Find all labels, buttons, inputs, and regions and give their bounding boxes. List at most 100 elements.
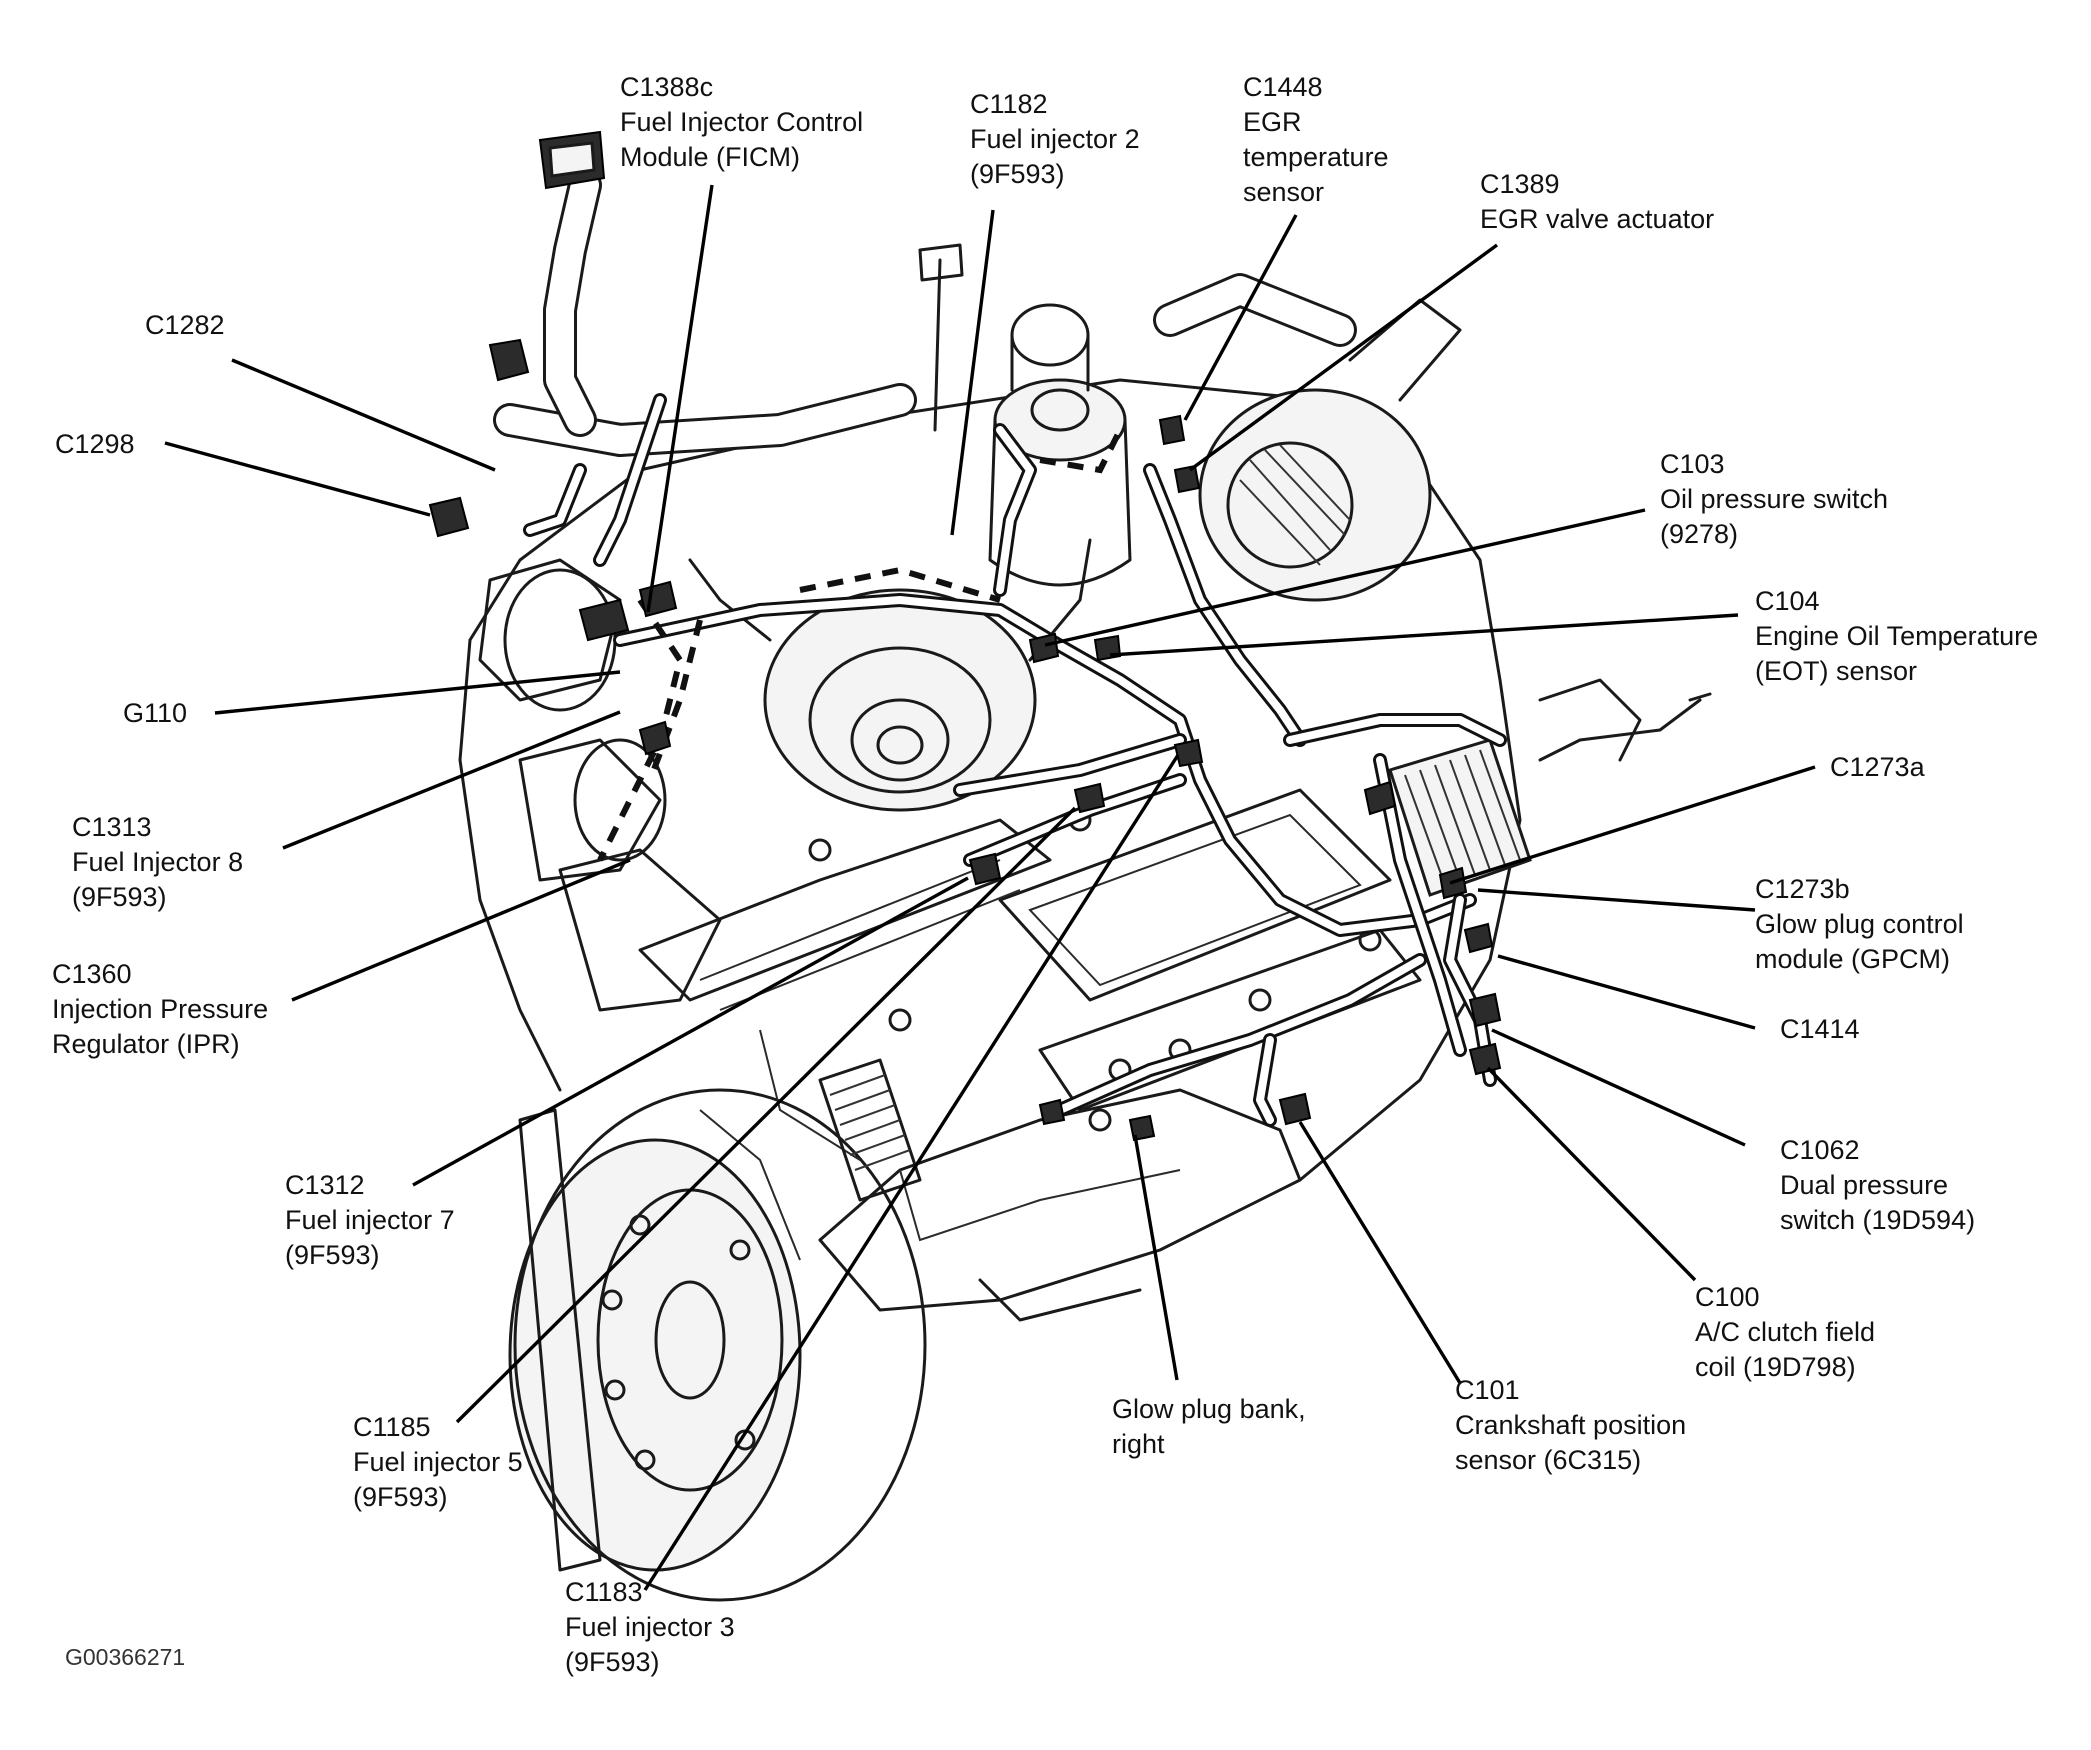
callout-line: A/C clutch field [1695,1317,1876,1347]
dipstick [918,243,1712,762]
callout-c1389: C1389 EGR valve actuator [1480,167,1714,237]
leader-c1185 [455,806,1077,1424]
callout-line: (9F593) [353,1482,448,1512]
callout-glowbank: Glow plug bank, right [1112,1392,1306,1462]
callout-line: Module (FICM) [620,142,801,172]
leader-c1282 [231,358,496,472]
leader-c1312 [412,876,969,1187]
callout-c1273b: C1273b Glow plug control module (GPCM) [1755,872,1964,977]
callout-line: (EOT) sensor [1755,656,1918,686]
callout-c1273a: C1273a [1830,750,1925,785]
leader-c101 [1298,1121,1462,1384]
leader-c1182 [950,209,995,536]
callout-line: Fuel injector 7 [285,1205,455,1235]
callout-line: Fuel injector 5 [353,1447,523,1477]
callout-line: coil (19D798) [1695,1352,1856,1382]
callout-c101: C101 Crankshaft position sensor (6C315) [1455,1373,1686,1478]
callout-line: C1448 [1243,72,1323,102]
leader-c100 [1486,1066,1697,1282]
callout-line: C1389 [1480,169,1560,199]
callout-c1414: C1414 [1780,1012,1860,1047]
callout-c1182: C1182 Fuel injector 2 (9F593) [970,87,1140,192]
callout-line: Glow plug bank, [1112,1394,1306,1424]
leader-c1298 [164,441,431,517]
callout-line: C1183 [565,1577,643,1607]
callout-line: sensor (6C315) [1455,1445,1642,1475]
callout-line: C1360 [52,959,132,989]
callout-line: sensor [1243,177,1325,207]
callout-line: C1298 [55,429,135,459]
callout-line: Dual pressure [1780,1170,1949,1200]
callout-line: EGR valve actuator [1480,204,1715,234]
callout-line: Engine Oil Temperature [1755,621,2039,651]
callout-line: right [1112,1429,1165,1459]
egr-cooler [1388,678,1642,897]
leader-c103 [1044,508,1646,647]
callout-c104: C104 Engine Oil Temperature (EOT) sensor [1755,584,2038,689]
leader-glowbank [1133,1134,1179,1381]
callout-line: EGR [1243,107,1302,137]
callout-line: Fuel injector 3 [565,1612,735,1642]
callout-line: (9F593) [565,1647,660,1677]
callout-line: C1388c [620,72,714,102]
callout-line: C1185 [353,1412,431,1442]
callout-c1298: C1298 [55,427,135,462]
callout-line: Fuel injector 2 [970,124,1140,154]
callout-c1282: C1282 [145,308,225,343]
callout-line: Oil pressure switch [1660,484,1889,514]
callout-line: C101 [1455,1375,1520,1405]
leader-c1360 [291,858,631,1002]
callout-line: C100 [1695,1282,1760,1312]
callout-c1183: C1183 Fuel injector 3 (9F593) [565,1575,735,1680]
callout-line: C1273a [1830,752,1925,782]
callout-line: Fuel Injector Control [620,107,864,137]
callout-line: G110 [123,698,188,728]
callout-line: (9F593) [970,159,1065,189]
callout-c1185: C1185 Fuel injector 5 (9F593) [353,1410,523,1515]
callout-line: C1312 [285,1170,365,1200]
callout-line: C1414 [1780,1014,1860,1044]
callout-c1388c: C1388c Fuel Injector Control Module (FIC… [620,70,863,175]
callout-line: module (GPCM) [1755,944,1951,974]
callout-line: C1182 [970,89,1048,119]
callout-line: C1062 [1780,1135,1860,1165]
callout-c1360: C1360 Injection Pressure Regulator (IPR) [52,957,268,1062]
callout-line: C103 [1660,449,1725,479]
leader-lines [164,184,1816,1591]
intake-tube [493,273,1357,457]
callout-c1313: C1313 Fuel Injector 8 (9F593) [72,810,243,915]
callout-line: C1282 [145,310,225,340]
turbocharger [688,538,1092,812]
leader-c1313 [282,710,621,850]
leader-c1389 [1188,243,1499,472]
callout-line: (9278) [1660,519,1739,549]
oil-filter-housing [988,303,1132,587]
callout-line: Fuel Injector 8 [72,847,244,877]
callout-c103: C103 Oil pressure switch (9278) [1660,447,1888,552]
callout-g110: G110 [123,696,187,731]
callout-line: Injection Pressure [52,994,269,1024]
leader-c1448 [1183,214,1298,421]
connectors [428,130,1502,1142]
callout-c100: C100 A/C clutch field coil (19D798) [1695,1280,1875,1385]
callout-line: switch (19D594) [1780,1205,1976,1235]
callout-line: Crankshaft position [1455,1410,1687,1440]
leader-c104 [1109,613,1739,657]
callout-line: C1273b [1755,874,1850,904]
leader-c1062 [1491,1028,1746,1147]
leader-c1273b [1477,888,1756,912]
callout-c1062: C1062 Dual pressure switch (19D594) [1780,1133,1975,1238]
callout-c1448: C1448 EGR temperature sensor [1243,70,1389,210]
callout-line: (9F593) [72,882,167,912]
callout-line: temperature [1243,142,1389,172]
alternator [1198,298,1462,602]
leader-c1414 [1497,954,1756,1030]
callout-line: Regulator (IPR) [52,1029,240,1059]
leader-c1183 [643,754,1180,1591]
leader-c1273a [1449,765,1816,885]
callout-c1312: C1312 Fuel injector 7 (9F593) [285,1168,455,1273]
leader-c1388c [646,184,714,613]
figure-id: G00366271 [65,1640,185,1675]
